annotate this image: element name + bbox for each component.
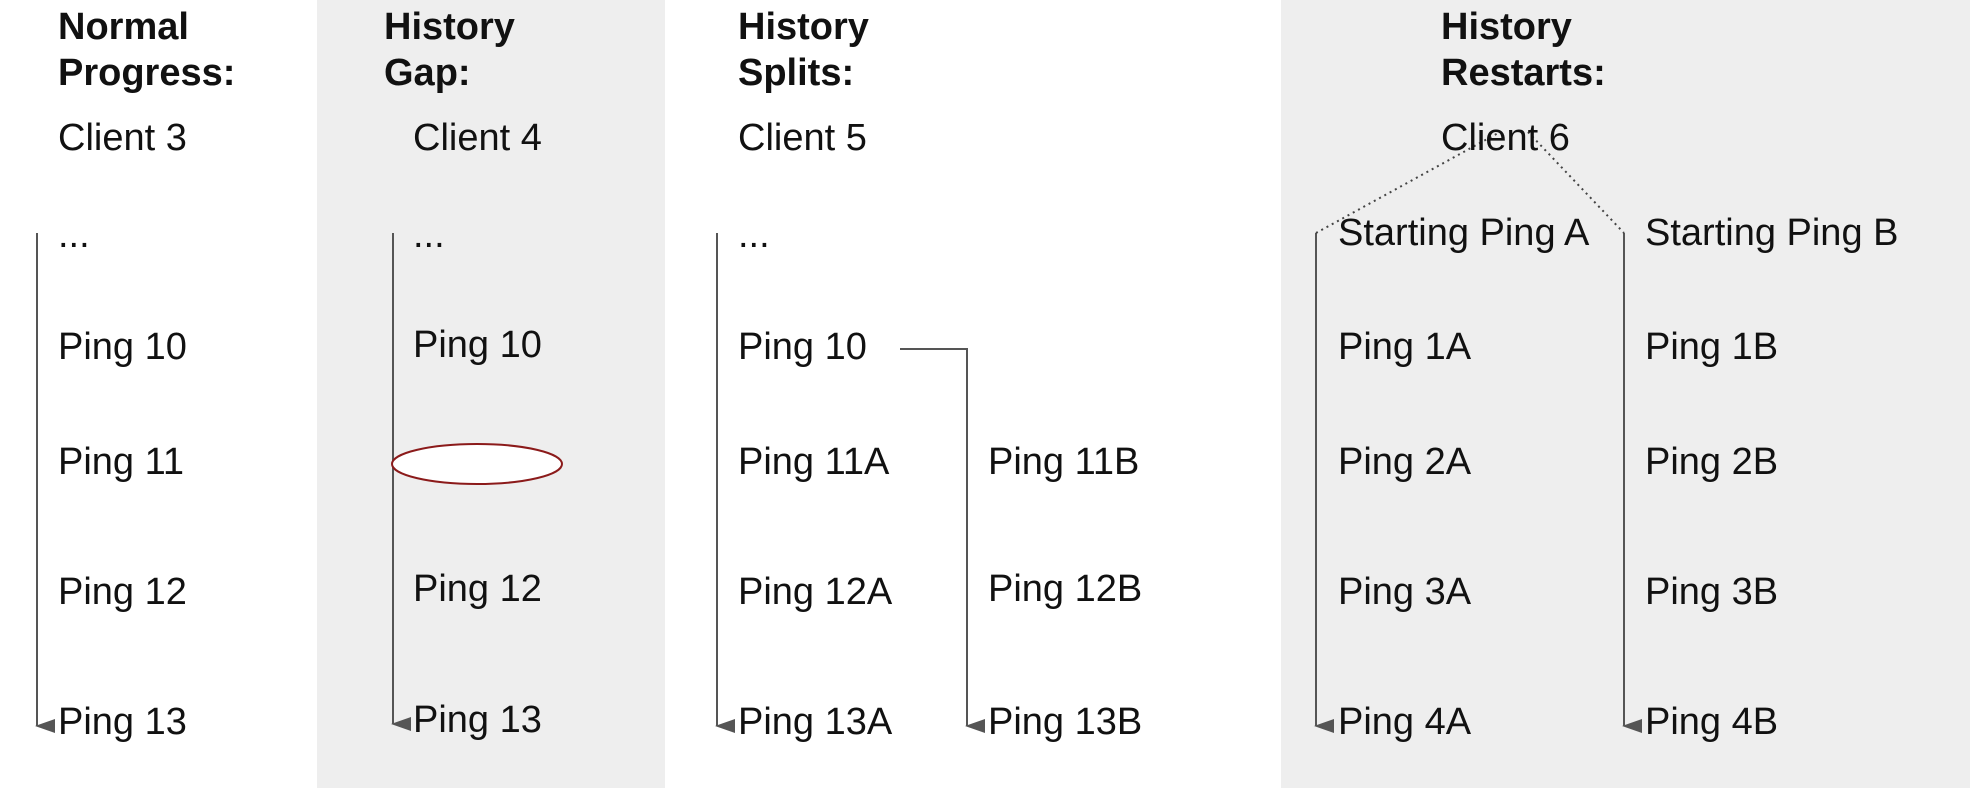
splits-branch-item: Ping 12B	[988, 568, 1143, 610]
splits-main-item: Ping 11A	[738, 441, 890, 483]
splits-client-label: Client 5	[738, 117, 867, 159]
restarts-b-item: Ping 4B	[1645, 701, 1779, 743]
restarts-b-start-label: Starting Ping B	[1645, 212, 1899, 254]
gap-client-label: Client 4	[413, 117, 542, 159]
splits-title-line-2: Splits:	[738, 52, 855, 94]
gap-item-ellipsis: ...	[413, 214, 445, 256]
splits-main-item: Ping 12A	[738, 571, 893, 613]
restarts-a-item: Ping 4A	[1338, 701, 1472, 743]
splits-title-line-1: History	[738, 6, 869, 48]
restarts-title-line-2: Restarts:	[1441, 52, 1606, 94]
normal-item-ping: Ping 13	[58, 701, 187, 743]
gap-item-ping: Ping 12	[413, 568, 542, 610]
restarts-a-start-label: Starting Ping A	[1338, 212, 1590, 254]
splits-branch-connector	[900, 348, 985, 733]
normal-client-label: Client 3	[58, 117, 187, 159]
normal-title-line-1: Normal	[58, 6, 189, 48]
restarts-b-item: Ping 1B	[1645, 326, 1779, 368]
history-restarts-title: History Restarts:	[1441, 4, 1606, 96]
splits-branch-item: Ping 11B	[988, 441, 1140, 483]
restarts-a-item: Ping 3A	[1338, 571, 1472, 613]
normal-item-ping: Ping 12	[58, 571, 187, 613]
normal-title-line-2: Progress:	[58, 52, 236, 94]
history-gap-title: History Gap:	[384, 4, 515, 96]
restarts-client-label: Client 6	[1441, 117, 1570, 159]
history-splits-title: History Splits:	[738, 4, 869, 96]
gap-item-ping: Ping 13	[413, 699, 542, 741]
restarts-b-item: Ping 3B	[1645, 571, 1779, 613]
splits-main-item: Ping 13A	[738, 701, 893, 743]
gap-title-line-1: History	[384, 6, 515, 48]
restarts-a-item: Ping 2A	[1338, 441, 1472, 483]
normal-progress-title: Normal Progress:	[58, 4, 235, 96]
gap-title-line-2: Gap:	[384, 52, 471, 94]
normal-item-ping: Ping 10	[58, 326, 187, 368]
normal-item-ping: Ping 11	[58, 441, 185, 483]
restarts-a-item: Ping 1A	[1338, 326, 1472, 368]
history-restarts-panel	[1281, 0, 1970, 788]
splits-branch-item: Ping 13B	[988, 701, 1143, 743]
splits-main-item: Ping 10	[738, 326, 867, 368]
restarts-b-item: Ping 2B	[1645, 441, 1779, 483]
restarts-title-line-1: History	[1441, 6, 1572, 48]
normal-item-ellipsis: ...	[58, 214, 90, 256]
history-gap-panel	[317, 0, 665, 788]
splits-main-item-ellipsis: ...	[738, 214, 770, 256]
gap-item-ping: Ping 10	[413, 324, 542, 366]
